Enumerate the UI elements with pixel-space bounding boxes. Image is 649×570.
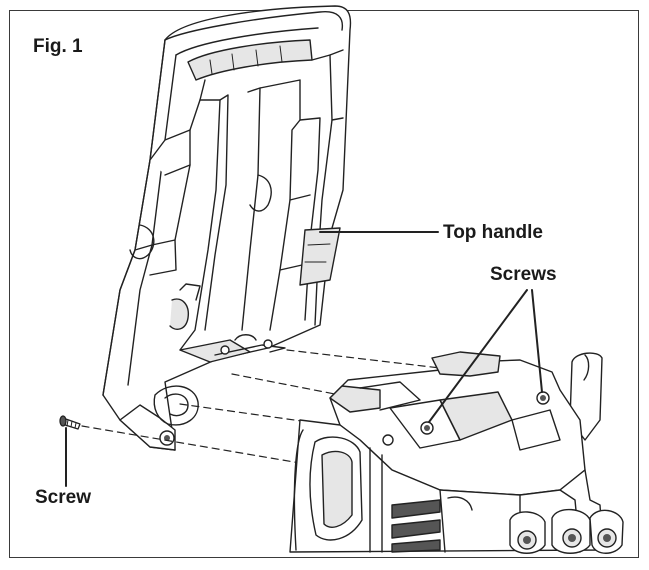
installed-screws [382, 391, 550, 446]
loose-screw-part [59, 415, 81, 430]
top-handle-part [102, 5, 352, 451]
screws-label: Screws [490, 264, 557, 285]
figure-title: Fig. 1 [33, 36, 83, 57]
control-knobs [509, 508, 624, 554]
screws-leaders [428, 289, 543, 423]
screw-label: Screw [35, 487, 91, 508]
top-handle-label: Top handle [443, 222, 543, 243]
vent-slots [391, 499, 441, 553]
machine-body-part [289, 351, 624, 554]
